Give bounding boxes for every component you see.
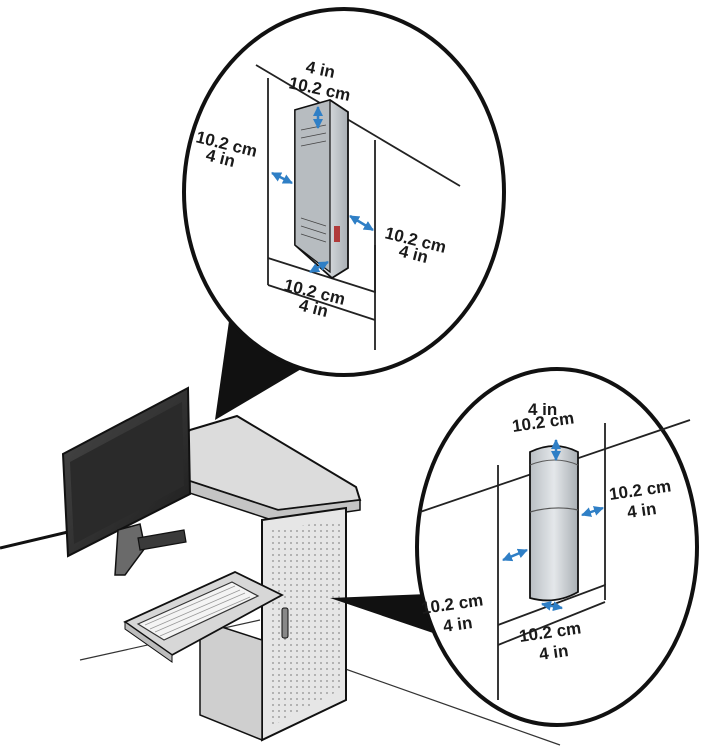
top-gap-imperial: 4 in (528, 400, 557, 419)
top-callout-arrows (271, 106, 374, 274)
top-callout: 4 in 10.2 cm 10.2 cm 4 in 10.2 cm 4 in 1… (182, 7, 506, 420)
top-callout-alcove (255, 64, 461, 350)
cabinet-handle (281, 607, 289, 639)
bottom-callout-arrows (502, 439, 604, 612)
bottom-callout-tower (529, 445, 579, 602)
left-clearance-arrow (502, 548, 528, 562)
top-callout-tower (294, 99, 349, 280)
desk-cabinet (199, 506, 347, 742)
bottom-clearance-arrow (541, 600, 563, 612)
cabinet-perforation (272, 520, 340, 726)
right-clearance-arrow (581, 506, 604, 517)
desk-scene (0, 386, 561, 746)
right-gap-imperial: 4 in (626, 499, 658, 522)
bottom-callout-pointer (330, 594, 436, 634)
right-clearance-arrow (349, 214, 374, 232)
bottom-callout: 4 in 10.2 cm 10.2 cm 4 in 10.2 cm 4 in 1… (330, 367, 699, 727)
left-clearance-arrow (271, 171, 293, 185)
keyboard-tray (123, 571, 284, 663)
monitor (61, 386, 192, 576)
bottom-clearance-arrow (309, 260, 329, 274)
monitor-stand (114, 523, 146, 576)
bottom-gap-imperial: 4 in (538, 641, 570, 664)
keyboard (136, 581, 260, 641)
left-gap-imperial: 4 in (442, 613, 474, 636)
